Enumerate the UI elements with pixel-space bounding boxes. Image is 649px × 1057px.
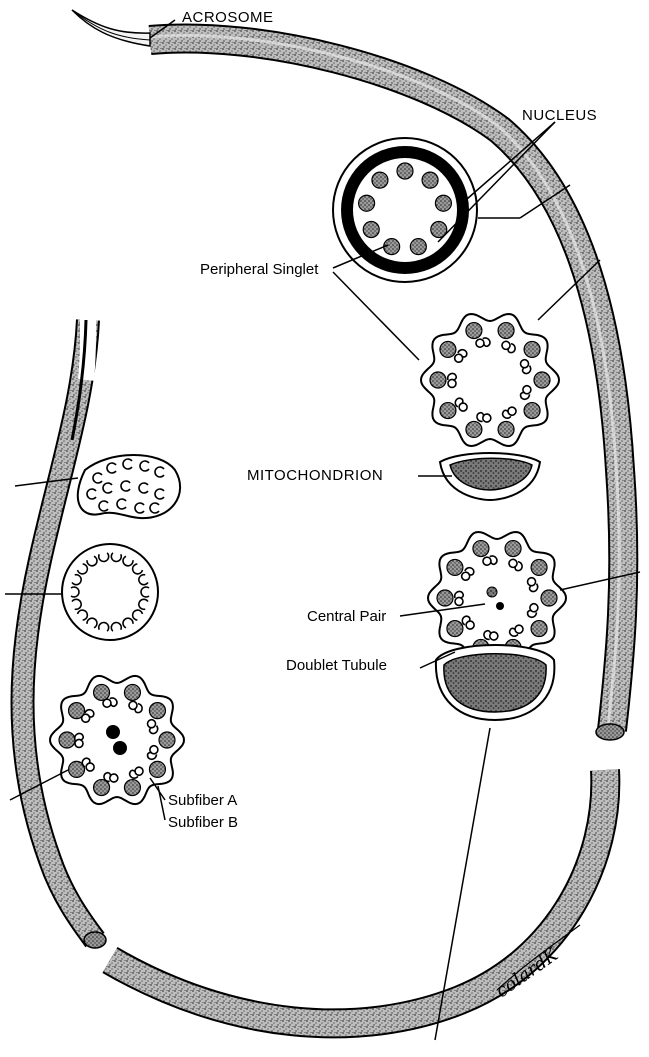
peripheral-singlet-dot <box>372 172 388 188</box>
subfiber-a <box>482 557 491 566</box>
acrosome-label: ACROSOME <box>182 10 274 25</box>
principal-section-left <box>50 676 184 804</box>
subfiber-a-label: Subfiber A <box>168 793 237 808</box>
peripheral-singlet-dot <box>359 195 375 211</box>
outer-dense-fiber <box>430 372 446 388</box>
outer-dense-fiber <box>541 590 557 606</box>
outer-dense-fiber <box>524 403 540 419</box>
peripheral-singlet-label: Peripheral Singlet <box>200 262 318 277</box>
nucleus-cross-section <box>333 138 477 282</box>
central-pair-label: Central Pair <box>307 609 386 624</box>
peripheral-singlet-dot <box>410 239 426 255</box>
subfiber-a <box>448 379 456 387</box>
midpiece-section <box>428 532 566 720</box>
subfiber-b-label: Subfiber B <box>168 815 238 830</box>
peripheral-singlet-dot <box>422 172 438 188</box>
doublet-tubule-label: Doublet Tubule <box>286 658 387 673</box>
outer-dense-fiber <box>466 421 482 437</box>
outer-dense-fiber <box>159 732 175 748</box>
outer-dense-fiber <box>124 684 140 700</box>
outer-dense-fiber <box>534 372 550 388</box>
outer-dense-fiber <box>437 590 453 606</box>
nucleus-label: NUCLEUS <box>522 108 597 123</box>
outer-dense-fiber <box>505 541 521 557</box>
outer-dense-fiber <box>466 323 482 339</box>
outer-dense-fiber <box>124 780 140 796</box>
outer-dense-fiber <box>440 403 456 419</box>
peripheral-singlet-dot <box>384 239 400 255</box>
peripheral-singlet-dot <box>435 195 451 211</box>
acrosome-tip <box>72 10 150 46</box>
outer-dense-fiber <box>531 621 547 637</box>
outer-dense-fiber <box>498 421 514 437</box>
endpiece-section-ring <box>62 544 158 640</box>
subfiber-a <box>455 597 463 605</box>
principal-piece-section <box>421 314 559 500</box>
endpiece-section-singlets <box>78 455 180 518</box>
peripheral-singlet-dot <box>363 222 379 238</box>
outer-dense-fiber <box>473 541 489 557</box>
outer-dense-fiber <box>447 621 463 637</box>
outer-dense-fiber <box>447 559 463 575</box>
subfiber-a <box>475 339 484 348</box>
outer-dense-fiber <box>531 559 547 575</box>
outer-dense-fiber <box>440 341 456 357</box>
subfiber-a <box>102 699 111 708</box>
peripheral-singlet-dot <box>397 163 413 179</box>
outer-dense-fiber <box>94 684 110 700</box>
outer-dense-fiber <box>498 323 514 339</box>
mitochondrion-label: MITOCHONDRION <box>247 468 383 483</box>
outer-dense-fiber <box>59 732 75 748</box>
outer-dense-fiber <box>524 341 540 357</box>
outer-dense-fiber <box>149 761 165 777</box>
subfiber-a <box>75 739 83 747</box>
outer-dense-fiber <box>149 703 165 719</box>
